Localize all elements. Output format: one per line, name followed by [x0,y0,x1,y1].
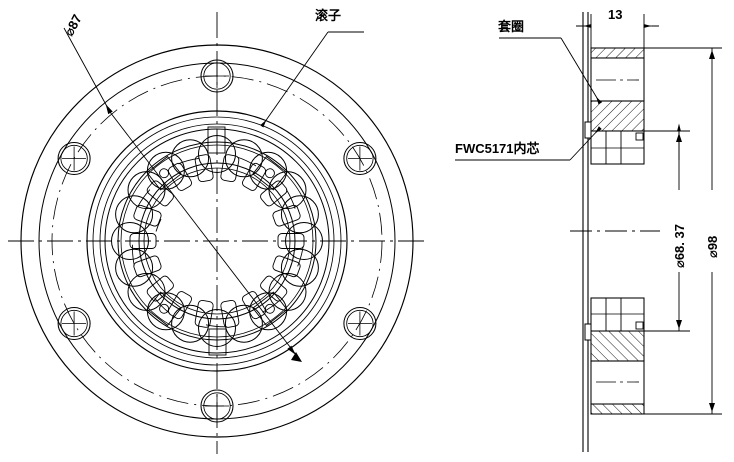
dimension-width13 [576,14,659,50]
sprag-pocket [220,299,240,328]
roller [127,171,166,210]
sprag-pocket [260,180,288,207]
retaining-tab [146,291,182,327]
sprag-pocket [146,275,174,302]
roller [268,272,307,311]
outer-ring-body [590,360,645,405]
bolt-hole [57,306,91,341]
outer-ring-bottom-cap [590,403,645,415]
roller [280,248,319,287]
retaining-tab [146,155,182,191]
roller [268,171,307,210]
section-view [455,12,722,452]
outer-ring-body [590,57,645,102]
tab-hole [159,303,170,314]
cage-arc-ring [132,156,304,328]
sprag-pocket [133,255,162,278]
sprag-pocket [168,162,192,191]
cage-arc [132,244,135,266]
sprag-pocket [242,291,266,320]
dimension-dia87-leader [63,27,302,362]
bolt-hole-ring [57,59,377,423]
roller [224,304,263,343]
sprag-pocket [272,255,301,278]
retaining-tab [207,126,226,154]
roller [127,272,166,311]
roller [249,151,288,190]
section-bottom-half [584,297,645,415]
sprag-pocket [194,154,214,183]
bolt-hole [57,141,91,176]
sprag-pocket [168,291,192,320]
tab-hole [264,168,275,179]
roller [115,248,154,287]
annotation-label-core: FWC5171内芯 [455,141,540,156]
core-notch [635,132,644,141]
bolt-hole [343,306,377,341]
dimension-label-width13: 13 [608,7,623,22]
core-label-leader [455,126,602,161]
dimension-dia98 [644,47,722,415]
roller-label-leader [260,31,364,128]
cage-arc [297,246,304,267]
section-outline [582,12,589,452]
cage-arc [154,297,170,314]
sprag-cage [129,154,305,328]
roller [171,139,210,178]
roller [115,195,154,234]
cage-arc [285,189,296,209]
cage-arc [236,156,257,167]
tab-hole [264,303,275,314]
sprag-pocket [220,154,240,183]
roller [171,304,210,343]
section-top-half [584,47,645,165]
sprag-pocket [242,162,266,191]
sleeve-label-leader [499,37,602,105]
roller [280,195,319,234]
outer-ring-top-cap [590,47,645,59]
roller [146,151,185,190]
outer-ring-shoulder [590,100,645,132]
annotation-label-sleeve: 套圈 [498,19,525,34]
roller [224,139,263,178]
dimension-label-dia98: ⌀98 [705,235,720,258]
sprag-pocket [194,299,214,328]
cage-rib [155,218,162,232]
dimension-dia6837 [644,123,690,332]
bolt-hole [343,141,377,176]
retaining-tabs [146,126,288,356]
retaining-tab [208,328,227,356]
cage-arc [137,189,151,207]
cage-arc [178,158,199,165]
outer-ring-shoulder [590,330,645,362]
sprag-pocket [146,180,174,207]
retaining-tab [252,155,288,191]
inner-core-block [590,130,645,165]
roller [146,292,185,331]
inner-core-block [590,297,645,332]
tab-hole [159,168,170,179]
retaining-tab [252,291,288,327]
roller [249,292,288,331]
annotation-label-roller: 滚子 [315,8,342,23]
front-center-lines [8,12,426,454]
cage-arc [205,324,227,328]
retaining-lip [584,323,592,341]
sprag-pocket [133,204,162,227]
dimension-label-dia6837: ⌀68. 37 [672,224,687,268]
core-notch [635,321,644,330]
front-view [8,12,426,454]
sprag-pocket [272,204,301,227]
retaining-lip [584,121,592,139]
sprag-pocket [260,275,288,302]
